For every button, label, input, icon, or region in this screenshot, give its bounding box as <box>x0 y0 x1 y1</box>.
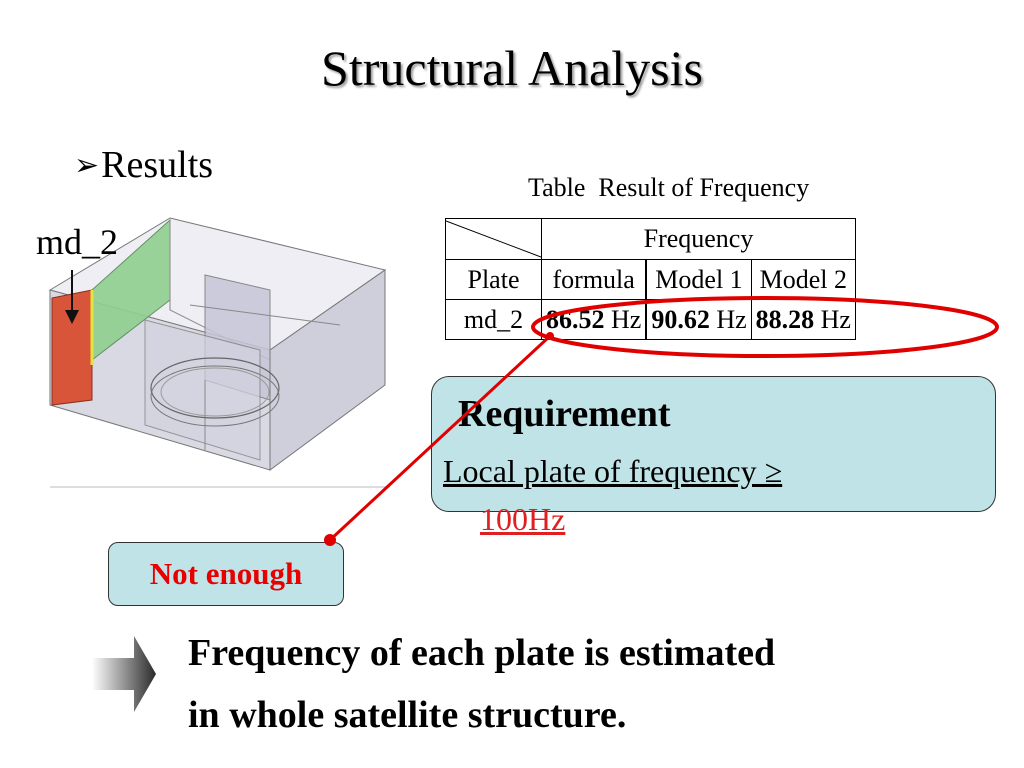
frequency-group-header: Frequency <box>541 218 856 260</box>
row-plate: md_2 <box>445 299 542 340</box>
slide-title: Structural Analysis <box>321 40 703 96</box>
table-caption: Table Result of Frequency <box>528 173 810 202</box>
results-bullet: ➢Results <box>74 142 213 191</box>
block-arrow-right-icon <box>92 636 156 712</box>
not-enough-text: Not enough <box>149 556 303 591</box>
md2-figure-label: md_2 <box>36 222 119 262</box>
value-model-2: 88.28 Hz <box>750 299 856 340</box>
requirement-title: Requirement <box>458 393 671 435</box>
requirement-value: 100Hz <box>480 501 566 537</box>
value-model-1: 90.62 Hz <box>645 299 752 340</box>
table-header-row: Frequency <box>445 218 856 260</box>
frequency-table: Frequency Plate formula Model 1 Model 2 … <box>445 218 856 340</box>
bullet-arrow-icon: ➢ <box>74 149 100 182</box>
table-row: md_2 86.52 Hz 90.62 Hz 88.28 Hz <box>445 299 856 340</box>
col-model-2: Model 2 <box>750 259 856 300</box>
col-model-1: Model 1 <box>645 259 752 300</box>
table-corner-cell <box>445 218 542 260</box>
diagonal-line-icon <box>446 220 541 258</box>
table-column-row: Plate formula Model 1 Model 2 <box>445 259 856 300</box>
plate-header: Plate <box>445 259 542 300</box>
plate-md2-red <box>51 289 93 406</box>
value-formula: 86.52 Hz <box>541 299 647 340</box>
conclusion-line-2: in whole satellite structure. <box>188 694 627 736</box>
satellite-model-figure <box>48 217 390 488</box>
col-formula: formula <box>541 259 647 300</box>
results-label: Results <box>101 144 214 186</box>
not-enough-callout: Not enough <box>108 542 344 606</box>
conclusion-text: Frequency of each plate is estimated in … <box>188 622 775 746</box>
conclusion-line-1: Frequency of each plate is estimated <box>188 632 776 674</box>
requirement-text: Local plate of frequency ≥ <box>443 453 783 489</box>
